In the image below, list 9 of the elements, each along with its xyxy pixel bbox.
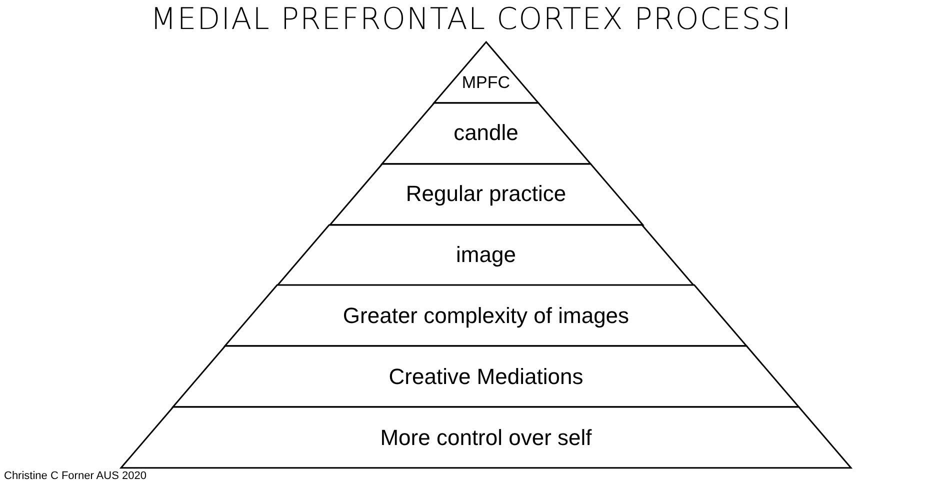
- tier-label: Creative Mediations: [388, 364, 584, 390]
- title: MEDIAL PREFRONTAL CORTEX PROCESSI: [149, 2, 793, 37]
- tier-label: MPFC: [462, 73, 510, 94]
- tier-label: image: [456, 242, 516, 268]
- credit-note: Christine C Forner AUS 2020: [4, 470, 146, 482]
- tier-label: More control over self: [380, 424, 592, 451]
- tier-label: Greater complexity of images: [342, 302, 630, 329]
- tier-label: Regular practice: [406, 181, 566, 208]
- tier-label: candle: [454, 120, 518, 146]
